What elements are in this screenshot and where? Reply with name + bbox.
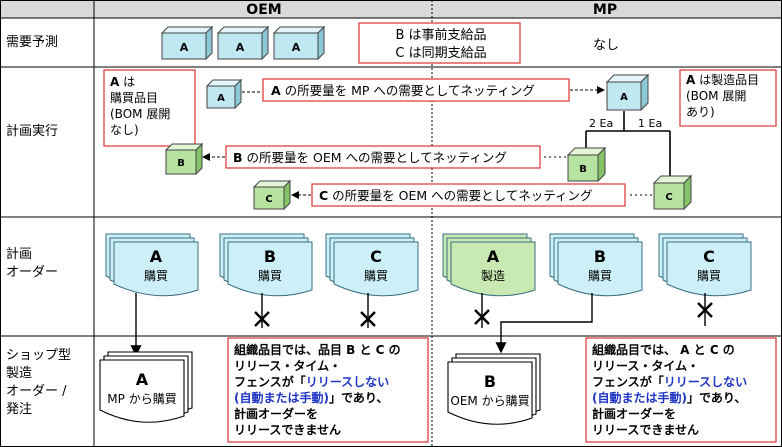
planned-order-oem-c: C 購買 [325, 233, 419, 297]
shop-order-mp-b: B OEM から購買 [447, 353, 541, 425]
plan-cube-a-mp: A [605, 73, 650, 112]
cube-label: A [292, 41, 301, 54]
forecast-cube-a-3: A [272, 25, 326, 61]
planned-orders: A 購買 B 購買 C 購買 A 製造 B 購買 C 購買 [105, 233, 752, 297]
svg-text:なし): なし) [110, 123, 139, 137]
svg-text:C は同期支給品: C は同期支給品 [395, 46, 486, 61]
row-label-plan-exec: 計画実行 [6, 123, 58, 139]
order-letter: A [150, 247, 163, 266]
planned-order-oem-a: A 購買 [105, 233, 199, 297]
qty-label-b: 2 Ea [589, 117, 613, 130]
plan-cube-c-mp: C [652, 174, 693, 211]
svg-text:リリースできません: リリースできません [592, 423, 699, 437]
svg-text:(BOM 展開: (BOM 展開 [686, 89, 746, 103]
svg-text:計画オーダーを: 計画オーダーを [592, 406, 676, 421]
svg-text:A の所要量を MP への需要としてネッティング: A の所要量を MP への需要としてネッティング [271, 83, 535, 98]
svg-text:あり): あり) [686, 105, 715, 119]
svg-text:B の所要量を OEM への需要としてネッティング: B の所要量を OEM への需要としてネッティング [233, 150, 507, 165]
shop-order-oem-a: A MP から購買 [99, 351, 193, 423]
forecast-cube-a-1: A [160, 25, 214, 61]
svg-text:組織品目では、 A と C の: 組織品目では、 A と C の [592, 342, 735, 357]
svg-text:A: A [136, 370, 149, 389]
svg-text:B: B [579, 164, 587, 175]
planned-order-oem-b: B 購買 [219, 233, 313, 297]
blocked-mark-oem-b [254, 293, 270, 328]
order-letter: B [594, 247, 606, 266]
svg-text:購買品目: 購買品目 [110, 91, 158, 105]
row-label-shop-1: ショップ型 [6, 348, 71, 363]
order-letter: B [264, 247, 276, 266]
row-label-forecast: 需要予測 [6, 35, 58, 50]
svg-text:A は製造品目: A は製造品目 [686, 73, 759, 87]
cube-label: A [236, 41, 245, 54]
svg-text:(自動または手動)」であり、: (自動または手動)」であり、 [234, 390, 388, 405]
blocked-mark-oem-c [360, 293, 376, 328]
order-type: 購買 [364, 269, 388, 283]
svg-text:フェンスが「リリースしない: フェンスが「リリースしない [234, 374, 389, 389]
svg-text:C: C [665, 192, 672, 203]
svg-text:リリース・タイム・: リリース・タイム・ [592, 359, 699, 373]
svg-text:A は: A は [110, 75, 135, 89]
planned-order-mp-a: A 製造 [442, 233, 536, 297]
svg-text:OEM から購買: OEM から購買 [450, 394, 529, 408]
mp-forecast-none: なし [593, 38, 619, 53]
forecast-cube-a-2: A [216, 25, 270, 61]
blocked-mark-mp-a [474, 293, 490, 328]
header-oem: OEM [246, 2, 281, 18]
release-arrow-mp-b [495, 293, 593, 354]
order-letter: C [370, 247, 382, 266]
row-label-shop-2: 製造 [6, 366, 32, 381]
header-mp: MP [593, 2, 617, 18]
order-type: 購買 [588, 269, 612, 283]
svg-text:リリースできません: リリースできません [234, 423, 341, 437]
order-type: 製造 [481, 269, 505, 283]
svg-text:MP から購買: MP から購買 [107, 392, 176, 406]
blocked-mark-mp-c [697, 293, 713, 326]
cube-label: A [180, 41, 189, 54]
svg-text:(BOM 展開: (BOM 展開 [110, 107, 170, 121]
qty-label-c: 1 Ea [638, 117, 662, 130]
svg-text:A: A [620, 92, 628, 103]
netting-note-b: B の所要量を OEM への需要としてネッティング [225, 145, 541, 169]
plan-cube-a-oem: A [205, 78, 243, 110]
order-type: 購買 [697, 269, 721, 283]
order-type: 購買 [144, 269, 168, 283]
svg-text:組織品目では、品目 B と C の: 組織品目では、品目 B と C の [234, 342, 401, 357]
forecast-supply-note: B は事前支給品 C は同期支給品 [358, 22, 521, 64]
netting-note-c: C の所要量を OEM への需要としてネッティング [311, 183, 626, 207]
row-label-shop-4: 発注 [6, 402, 32, 417]
order-letter: A [487, 247, 500, 266]
svg-text:リリース・タイム・: リリース・タイム・ [234, 359, 341, 373]
plan-cube-b-oem: B [164, 142, 204, 176]
planned-order-mp-c: C 購買 [658, 233, 752, 297]
plan-cube-c-oem: C [252, 179, 292, 211]
note-release-oem: 組織品目では、品目 B と C の リリース・タイム・ フェンスが「リリースしな… [227, 337, 429, 443]
order-letter: C [703, 247, 715, 266]
svg-text:(自動または手動)」であり、: (自動または手動)」であり、 [592, 390, 746, 405]
header-band [0, 0, 782, 18]
note-oem-item-a: A は 購買品目 (BOM 展開 なし) [103, 69, 196, 147]
svg-text:B: B [177, 158, 185, 169]
order-type: 購買 [258, 269, 282, 283]
note-mp-item-a: A は製造品目 (BOM 展開 あり) [679, 69, 777, 127]
svg-text:B: B [484, 372, 496, 391]
svg-text:B は事前支給品: B は事前支給品 [395, 27, 486, 43]
bom-tree [585, 111, 671, 178]
note-release-mp: 組織品目では、 A と C の リリース・タイム・ フェンスが「リリースしない … [585, 337, 777, 443]
svg-text:フェンスが「リリースしない: フェンスが「リリースしない [592, 374, 747, 389]
svg-text:C の所要量を OEM への需要としてネッティング: C の所要量を OEM への需要としてネッティング [319, 188, 593, 203]
netting-note-a: A の所要量を MP への需要としてネッティング [262, 78, 570, 102]
row-label-shop-3: オーダー / [6, 384, 67, 399]
svg-text:計画オーダーを: 計画オーダーを [234, 406, 318, 421]
svg-text:C: C [265, 194, 272, 205]
row-label-planned-orders-2: オーダー [6, 265, 58, 280]
plan-cube-b-mp: B [566, 146, 607, 183]
row-label-planned-orders-1: 計画 [6, 246, 32, 262]
svg-text:A: A [217, 93, 225, 104]
planned-order-mp-b: B 購買 [549, 233, 643, 297]
